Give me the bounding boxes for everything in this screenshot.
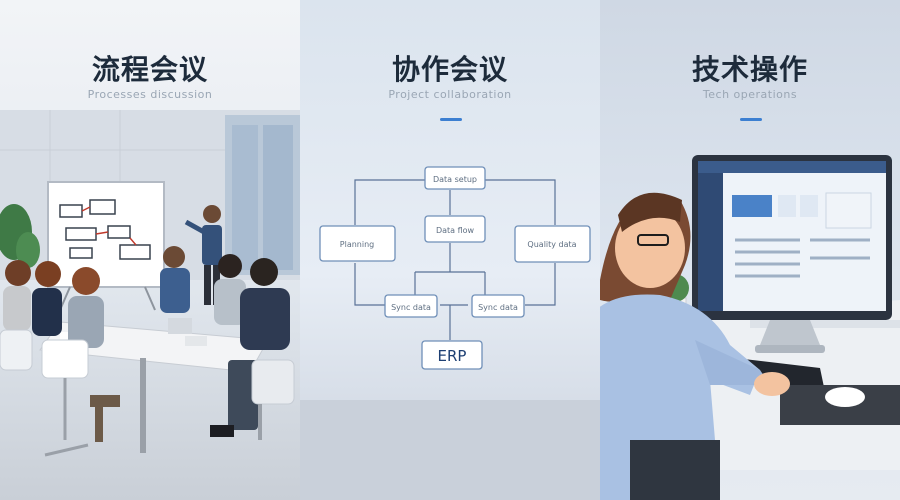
flow-box-right (514, 225, 591, 263)
operator-illustration (600, 155, 900, 500)
panel-subtitle: Project collaboration (388, 88, 512, 101)
flowchart: Data setup Data flow Planning Quality da… (300, 166, 600, 500)
flow-box-mid (424, 215, 486, 243)
accent-bar (440, 118, 462, 121)
flow-label-mid: Data flow (436, 226, 475, 235)
panel-title: 技术操作 (691, 53, 808, 86)
flow-label-right: Quality data (527, 240, 576, 249)
accent-bar (740, 118, 762, 121)
panel-process-meeting: 流程会议 Processes discussion (0, 0, 300, 500)
panel-subtitle: Tech operations (702, 88, 798, 101)
flow-box-erp (421, 340, 483, 370)
flow-label-bottom-right: Sync data (478, 303, 518, 312)
flow-box-top (424, 166, 486, 190)
panel-title: 流程会议 (91, 53, 208, 86)
flow-box-bottom-right (471, 294, 525, 318)
panel-tech-operations: 技术操作 Tech operations (600, 0, 900, 500)
flow-label-top: Data setup (433, 175, 477, 184)
flow-label-left: Planning (340, 240, 374, 249)
panel-subtitle: Processes discussion (87, 88, 213, 101)
flow-box-bottom-left (384, 294, 438, 318)
meeting-illustration (0, 110, 300, 457)
flow-label-erp: ERP (438, 347, 467, 365)
flow-box-left (319, 225, 396, 262)
flow-label-bottom-left: Sync data (391, 303, 431, 312)
panel-collaboration-meeting: Data setup Data flow Planning Quality da… (300, 0, 600, 500)
panel-title: 协作会议 (391, 53, 508, 86)
